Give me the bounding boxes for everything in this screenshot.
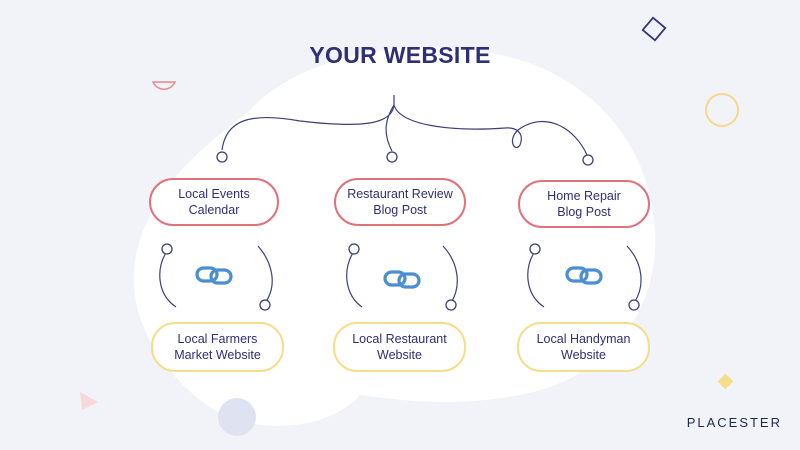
link-arc-left-a	[159, 250, 177, 308]
linking-site-label: Local Handyman Website	[536, 332, 631, 362]
link-arc-center-a	[346, 250, 363, 308]
link-arc-left-b	[257, 245, 273, 304]
content-page-local-events: Local Events Calendar	[149, 178, 279, 226]
content-page-label: Local Events Calendar	[178, 187, 250, 217]
content-page-home-repair: Home Repair Blog Post	[518, 180, 650, 228]
linking-site-restaurant: Local Restaurant Website	[333, 322, 466, 372]
link-node-right-bottom	[628, 299, 640, 311]
linking-site-farmers-market: Local Farmers Market Website	[151, 322, 284, 372]
linking-site-handyman: Local Handyman Website	[517, 322, 650, 372]
link-node-left-bottom	[259, 299, 271, 311]
link-arc-center-b	[442, 245, 458, 304]
content-page-restaurant-review: Restaurant Review Blog Post	[334, 178, 466, 226]
ring-decoration	[705, 93, 739, 127]
diagram-title: YOUR WEBSITE	[309, 42, 491, 68]
brand-logo: PLACESTER	[686, 415, 782, 430]
connector-node-left	[216, 151, 228, 163]
connector-left	[221, 104, 395, 151]
link-node-center-top	[348, 243, 360, 255]
diamond-filled-decoration	[717, 373, 734, 390]
link-node-center-bottom	[445, 299, 457, 311]
connector-node-center	[386, 151, 398, 163]
content-page-label: Restaurant Review Blog Post	[347, 187, 453, 217]
triangle-decoration	[80, 392, 98, 410]
linking-site-label: Local Farmers Market Website	[174, 332, 261, 362]
connector-center	[385, 104, 395, 152]
dot-decoration	[218, 398, 256, 436]
content-page-label: Home Repair Blog Post	[547, 189, 621, 219]
link-arc-right-a	[527, 250, 545, 308]
linking-site-label: Local Restaurant Website	[352, 332, 447, 362]
chain-link-icon	[195, 266, 233, 285]
half-circle-decoration	[151, 81, 177, 90]
diamond-outline-decoration	[641, 16, 667, 42]
link-node-left-top	[161, 243, 173, 255]
chain-link-icon	[565, 266, 603, 285]
connector-right	[393, 104, 588, 156]
link-node-right-top	[529, 243, 541, 255]
chain-link-icon	[383, 270, 421, 289]
connector-node-right	[582, 154, 594, 166]
title-connectors	[221, 95, 588, 156]
link-arc-right-b	[626, 245, 642, 304]
